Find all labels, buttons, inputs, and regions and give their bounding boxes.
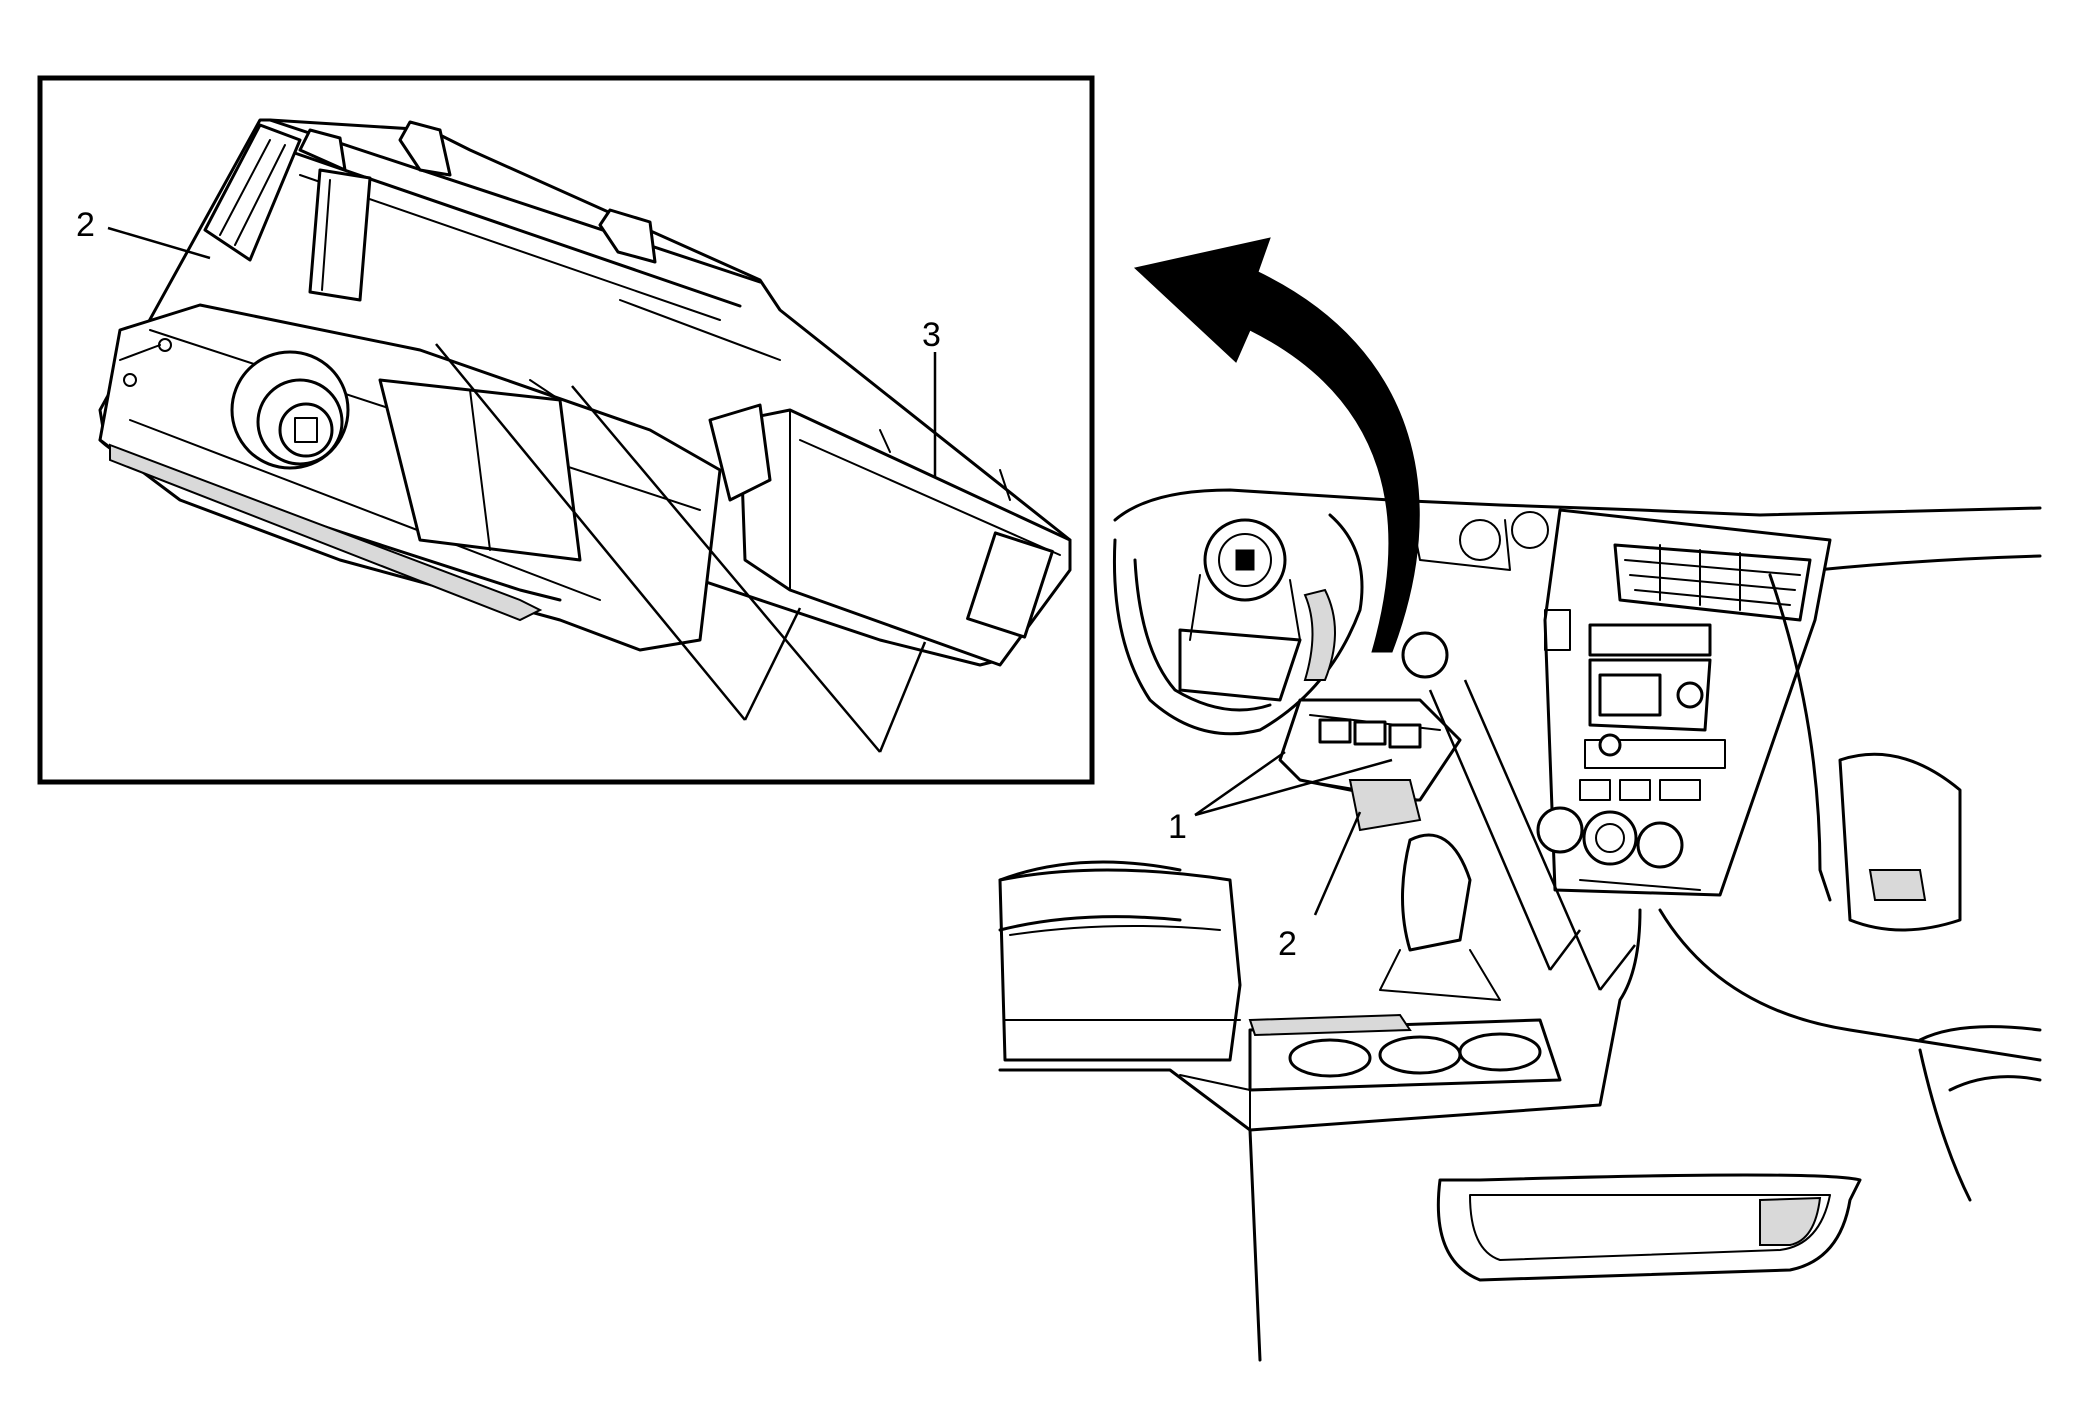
gear-shifter bbox=[1379, 833, 1501, 1001]
main-callout-2: 2 bbox=[1278, 925, 1297, 963]
instrument-panel-view: 1 2 bbox=[998, 488, 2042, 1362]
removal-direction-arrow bbox=[1133, 237, 1420, 653]
removed-switch-assembly bbox=[1278, 631, 1462, 832]
center-console bbox=[998, 868, 1642, 1362]
passenger-dash bbox=[1436, 573, 2042, 1282]
inset-callout-3: 3 bbox=[922, 316, 941, 354]
inset-detail-view: 2 3 bbox=[37, 75, 1095, 785]
main-callout-1: 1 bbox=[1168, 808, 1187, 846]
console-trim-plate bbox=[98, 118, 1072, 667]
inset-leader-lines bbox=[107, 226, 937, 753]
steering-wheel bbox=[1112, 513, 1364, 736]
main-leader-lines bbox=[1194, 679, 1636, 991]
inset-callout-2: 2 bbox=[76, 206, 95, 244]
center-stack bbox=[1536, 508, 1832, 897]
